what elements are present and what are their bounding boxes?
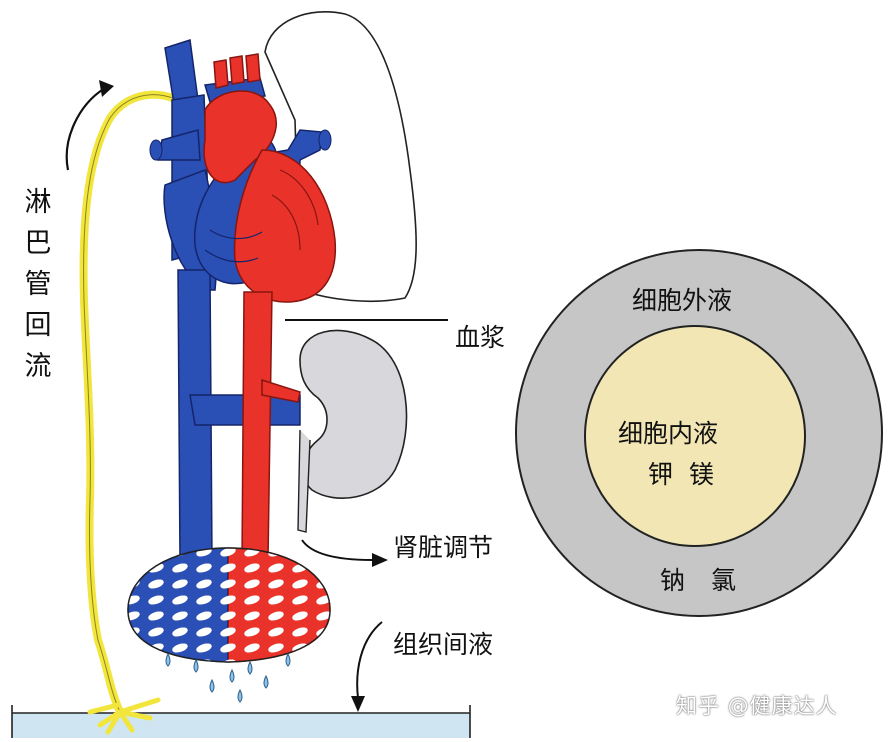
intracellular-ions-label: 钾 镁 bbox=[648, 460, 714, 489]
heart-detail bbox=[271, 169, 319, 251]
lymph-label-char: 管 bbox=[24, 269, 52, 300]
lymph-flow-arrow bbox=[65, 87, 106, 171]
vein-stub bbox=[149, 139, 163, 161]
extracellular-ions-label: 钠 氯 bbox=[660, 566, 736, 595]
interstitial-fluid-label: 组织间液 bbox=[393, 630, 494, 659]
fluid-droplets bbox=[165, 652, 291, 703]
tissue-arrowhead bbox=[351, 696, 365, 712]
lymph-label-char: 巴 bbox=[24, 228, 52, 259]
tissue-fluid-water bbox=[12, 713, 470, 738]
intracellular-fluid-label: 细胞内液 bbox=[618, 419, 719, 448]
lymph-return-label: 淋 巴 管 回 流 bbox=[22, 182, 54, 387]
extracellular-fluid-label: 细胞外液 bbox=[632, 286, 733, 315]
plasma-label: 血浆 bbox=[455, 323, 506, 352]
kidney bbox=[299, 329, 408, 499]
heart-detail-blue bbox=[204, 229, 263, 263]
intracellular-fluid-circle bbox=[584, 325, 806, 547]
lymph-vessel-edge bbox=[83, 94, 196, 713]
watermark: 知乎 @健康达人 bbox=[676, 694, 838, 718]
arterial-system bbox=[203, 53, 337, 561]
lymph-flow-arrowhead bbox=[99, 80, 114, 97]
lymph-label-char: 流 bbox=[24, 351, 52, 382]
kidney-regulation-label: 肾脏调节 bbox=[393, 533, 494, 562]
lymph-roots bbox=[87, 697, 161, 735]
ureter bbox=[297, 429, 311, 533]
lymph-label-char: 淋 bbox=[24, 187, 52, 218]
vein-stub bbox=[318, 129, 332, 151]
lymph-label-char: 回 bbox=[24, 310, 52, 341]
capillary-network bbox=[127, 547, 331, 663]
tissue-arrow bbox=[356, 621, 383, 699]
kidney-arrow bbox=[301, 539, 373, 561]
kidney-arrowhead bbox=[372, 553, 388, 567]
